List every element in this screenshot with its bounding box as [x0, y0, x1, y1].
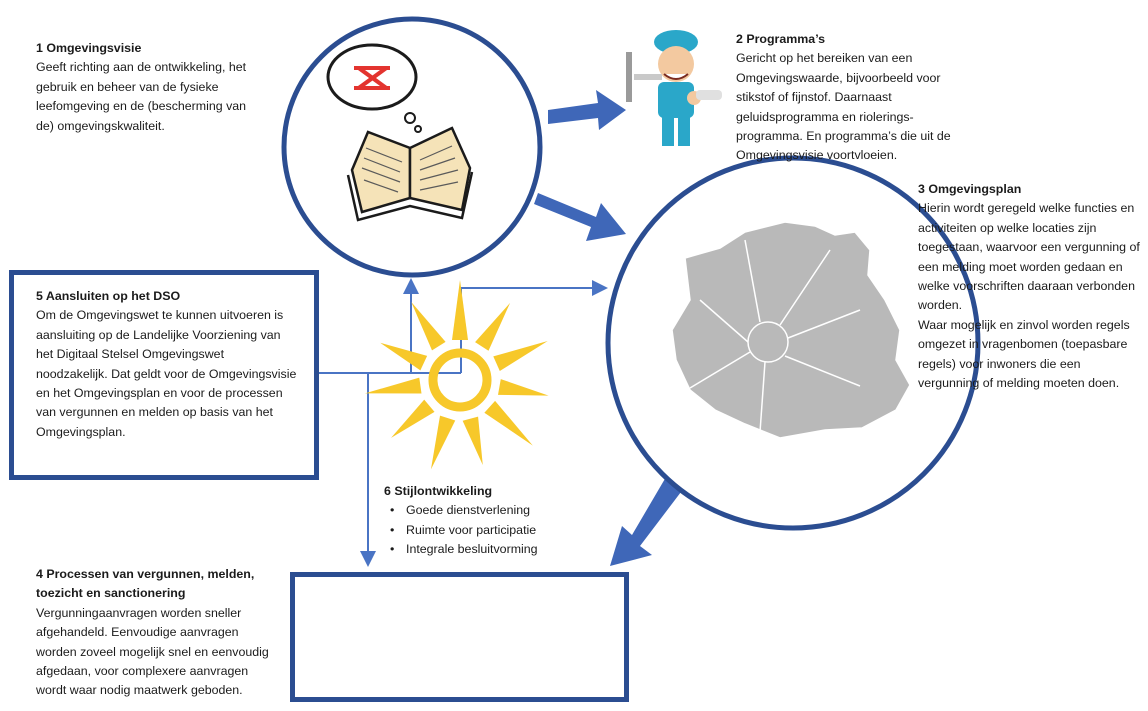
box-aansluiten-dso — [9, 270, 319, 480]
section-title: 4 Processen van vergunnen, melden, toezi… — [36, 567, 255, 601]
section-body: Geeft richting aan de ontwikkeling, het … — [36, 60, 247, 133]
arrow-to-processen — [610, 477, 684, 566]
section-body-2: Waar mogelijk en zinvol worden regels om… — [918, 317, 1130, 391]
section-body: Gericht op het bereiken van een Omgeving… — [736, 51, 951, 163]
section-title: 1 Omgevingsvisie — [36, 41, 142, 55]
section-title: 2 Programma’s — [736, 32, 826, 46]
section-title: 6 Stijlontwikkeling — [384, 484, 493, 498]
section-body: Hierin wordt geregeld welke functies en … — [918, 201, 1140, 313]
section-omgevingsvisie: 1 Omgevingsvisie Geeft richting aan de o… — [36, 39, 266, 136]
bullet-item: Integrale besluitvorming — [384, 540, 624, 560]
cleaner-mascot-icon — [626, 30, 722, 146]
section-programmas: 2 Programma’s Gericht op het bereiken va… — [736, 30, 976, 166]
bullet-list: Goede dienstverlening Ruimte voor partic… — [384, 501, 624, 560]
section-body: Om de Omgevingswet te kunnen uitvoeren i… — [36, 308, 297, 439]
section-title: 5 Aansluiten op het DSO — [36, 289, 181, 303]
section-body: Vergunningaanvragen worden sneller afgeh… — [36, 605, 269, 698]
section-aansluiten-dso: 5 Aansluiten op het DSO Om de Omgevingsw… — [36, 287, 298, 442]
city-map-icon — [671, 221, 911, 439]
open-book-icon — [346, 126, 474, 222]
section-title: 3 Omgevingsplan — [918, 182, 1022, 196]
arrow-to-omgevingsplan — [534, 193, 626, 241]
bullet-item: Goede dienstverlening — [384, 501, 624, 521]
bullet-item: Ruimte voor participatie — [384, 521, 624, 541]
section-stijlontwikkeling: 6 Stijlontwikkeling Goede dienstverlenin… — [384, 482, 624, 560]
sun-icon — [364, 280, 549, 470]
thought-bubble-icon — [326, 43, 422, 133]
connector-to-processen — [360, 372, 411, 567]
box-processen — [290, 572, 629, 702]
section-processen: 4 Processen van vergunnen, melden, toezi… — [36, 565, 280, 701]
section-omgevingsplan: 3 Omgevingsplan Hierin wordt geregeld we… — [918, 180, 1143, 393]
block-arrows — [534, 90, 684, 566]
marker-icon — [354, 66, 390, 90]
arrow-to-programmas — [548, 90, 626, 130]
